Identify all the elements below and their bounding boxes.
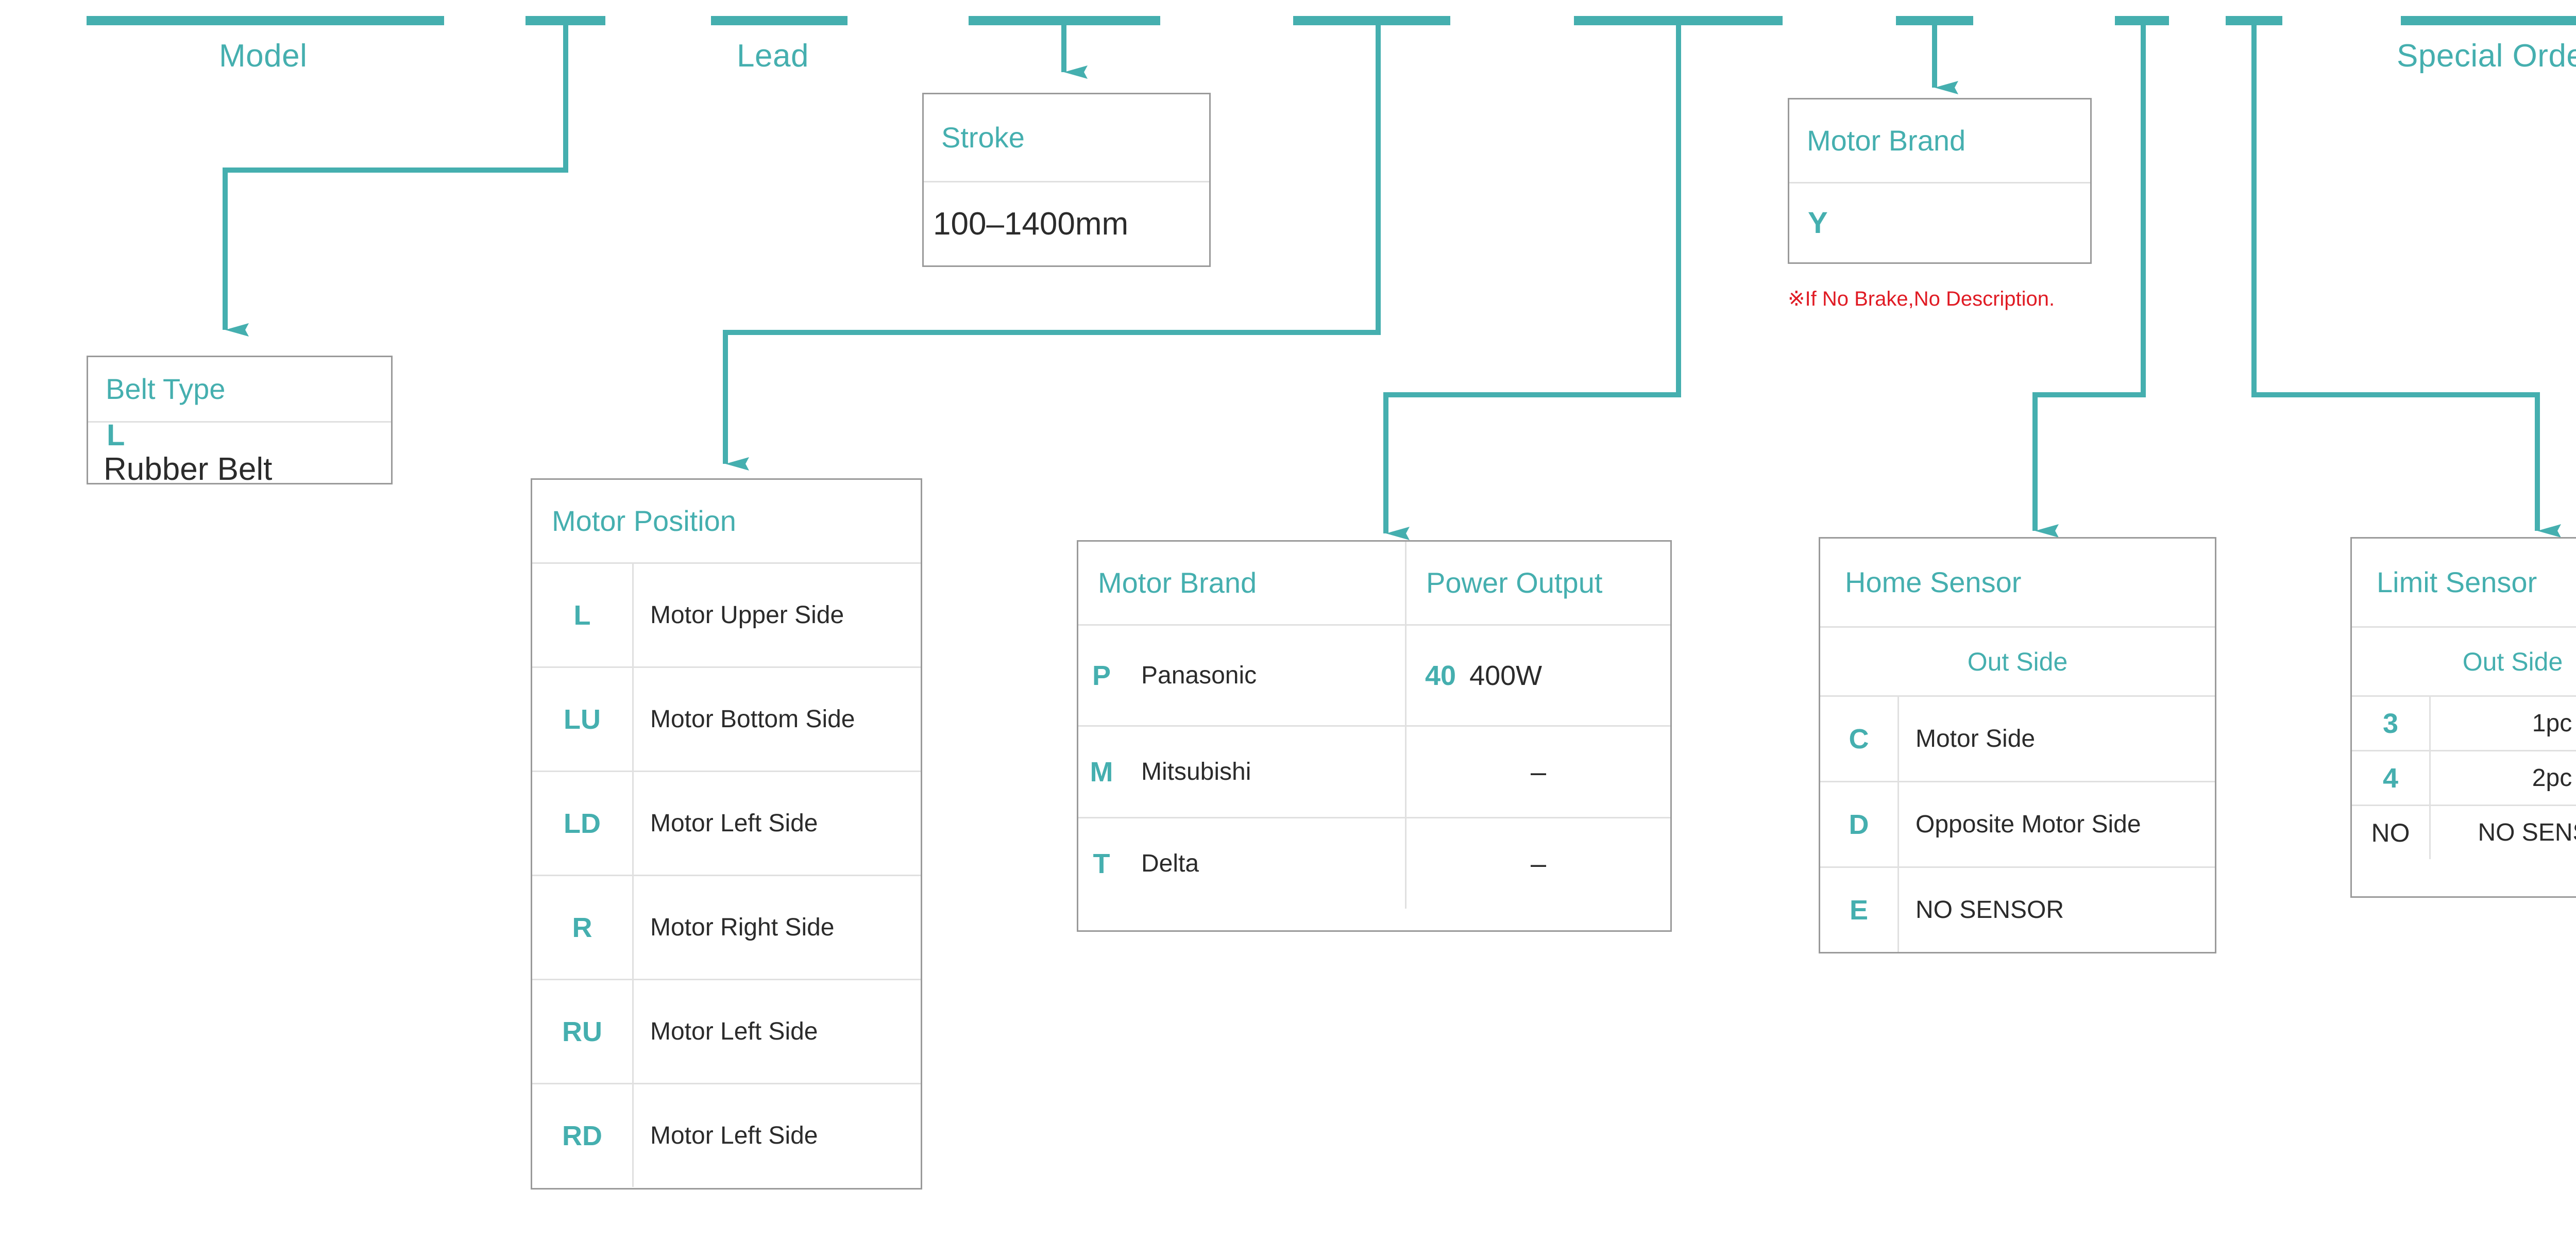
table-row: LD Motor Left Side xyxy=(532,771,921,875)
motor-position-code: LD xyxy=(564,808,601,839)
table-row: C Motor Side xyxy=(1820,695,2215,781)
motor-position-desc: Motor Right Side xyxy=(632,876,921,979)
table-row: D Opposite Motor Side xyxy=(1820,781,2215,866)
motor-brand-code: T xyxy=(1093,848,1110,879)
motor-brand-simple-code: Y xyxy=(1808,206,1828,240)
connector-motor-brand-table xyxy=(1383,21,1681,540)
motor-brand-code: P xyxy=(1092,660,1111,691)
home-sensor-header: Home Sensor xyxy=(1845,566,2022,598)
motor-position-code: LU xyxy=(564,704,601,735)
motor-brand-name: Panasonic xyxy=(1141,662,1257,689)
home-sensor-desc: Opposite Motor Side xyxy=(1897,782,2215,866)
stroke-box: Stroke 100–1400mm xyxy=(922,93,1211,267)
motor-position-table: Motor Position L Motor Upper Side LU Mot… xyxy=(531,478,922,1190)
belt-type-label: Rubber Belt xyxy=(104,451,273,487)
table-row: LU Motor Bottom Side xyxy=(532,666,921,771)
home-sensor-code: E xyxy=(1849,894,1869,926)
limit-sensor-table: Limit Sensor Out Side 3 1pc 4 2pc NO NO … xyxy=(2350,537,2576,898)
motor-position-code: RD xyxy=(562,1120,602,1151)
power-output-code: 40 xyxy=(1425,660,1456,691)
belt-type-header: Belt Type xyxy=(106,373,226,405)
limit-sensor-desc: 1pc xyxy=(2429,697,2576,750)
motor-position-code: RU xyxy=(562,1016,602,1047)
power-output-value: – xyxy=(1405,818,1670,909)
stroke-value: 100–1400mm xyxy=(933,206,1129,242)
table-row: NO NO SENSOR xyxy=(2352,805,2576,859)
connector-home-sensor xyxy=(2032,21,2146,538)
table-row: M Mitsubishi – xyxy=(1078,725,1670,817)
power-output-value: – xyxy=(1405,727,1670,817)
limit-sensor-desc: 2pc xyxy=(2429,751,2576,805)
group-label-lead: Lead xyxy=(737,38,809,74)
table-row: L Motor Upper Side xyxy=(532,562,921,666)
home-sensor-subheader: Out Side xyxy=(1820,626,2215,695)
limit-sensor-header: Limit Sensor xyxy=(2377,566,2537,598)
table-row: T Delta – xyxy=(1078,817,1670,909)
table-row: RU Motor Left Side xyxy=(532,979,921,1083)
motor-brand-code: M xyxy=(1090,756,1113,788)
home-sensor-table: Home Sensor Out Side C Motor Side D Oppo… xyxy=(1819,537,2216,953)
limit-sensor-desc: NO SENSOR xyxy=(2429,806,2576,859)
motor-brand-power-table: Motor Brand Power Output P Panasonic 40 … xyxy=(1077,540,1672,932)
table-row: E NO SENSOR xyxy=(1820,866,2215,952)
motor-position-code: R xyxy=(572,912,592,943)
connector-limit-sensor xyxy=(2251,21,2561,538)
power-output-value: 400W xyxy=(1469,660,1543,691)
home-sensor-desc: NO SENSOR xyxy=(1897,868,2215,952)
motor-brand-name: Delta xyxy=(1141,850,1199,877)
power-output-header: Power Output xyxy=(1405,542,1670,624)
motor-position-code: L xyxy=(573,599,591,631)
motor-brand-simple-box: Motor Brand Y xyxy=(1788,98,2092,264)
home-sensor-code: C xyxy=(1849,723,1869,755)
home-sensor-desc: Motor Side xyxy=(1897,697,2215,781)
motor-position-desc: Motor Upper Side xyxy=(632,564,921,666)
limit-sensor-subheader: Out Side xyxy=(2352,626,2576,695)
motor-brand-name: Mitsubishi xyxy=(1141,758,1251,785)
table-row: 3 1pc xyxy=(2352,695,2576,750)
table-row: RD Motor Left Side xyxy=(532,1083,921,1187)
stroke-header: Stroke xyxy=(941,121,1025,154)
motor-brand-simple-header: Motor Brand xyxy=(1807,124,1966,157)
limit-sensor-code: 3 xyxy=(2382,708,2399,739)
motor-position-header: Motor Position xyxy=(552,505,736,537)
motor-position-desc: Motor Bottom Side xyxy=(632,668,921,771)
group-label-special-order-no: Special Order No. xyxy=(2397,38,2576,74)
belt-type-code: L xyxy=(107,418,125,452)
motor-position-desc: Motor Left Side xyxy=(632,980,921,1083)
limit-sensor-code: 4 xyxy=(2382,762,2399,794)
brake-description-note: ※If No Brake,No Description. xyxy=(1788,288,2055,310)
motor-position-desc: Motor Left Side xyxy=(632,1084,921,1187)
table-row: P Panasonic 40 400W xyxy=(1078,624,1670,725)
motor-brand-table-header: Motor Brand xyxy=(1098,566,1257,599)
table-row: R Motor Right Side xyxy=(532,875,921,979)
limit-sensor-code: NO xyxy=(2371,818,2410,847)
home-sensor-code: D xyxy=(1849,809,1869,840)
table-row: 4 2pc xyxy=(2352,750,2576,805)
motor-position-desc: Motor Left Side xyxy=(632,772,921,875)
belt-type-box: Belt Type L Rubber Belt xyxy=(87,356,393,487)
group-label-model: Model xyxy=(219,38,308,74)
